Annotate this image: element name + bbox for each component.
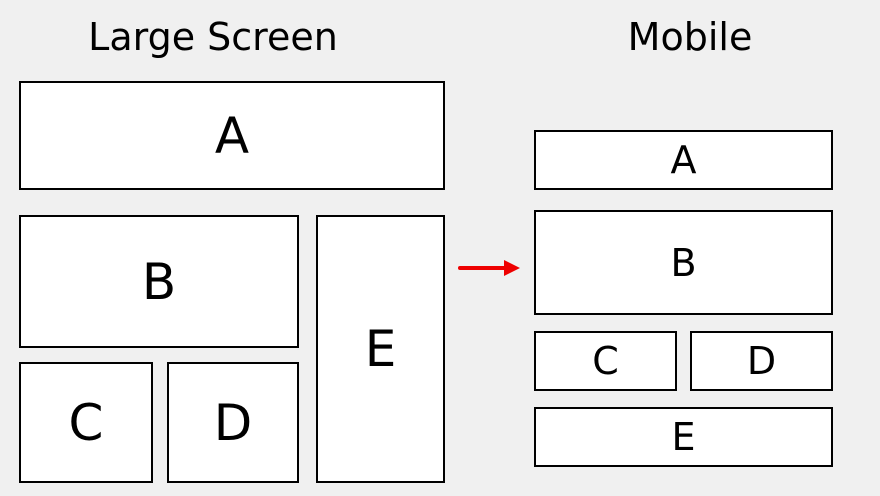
mobile-box-c: C <box>534 331 677 391</box>
mobile-box-c-label: C <box>592 339 619 383</box>
large-box-d-label: D <box>213 393 253 452</box>
mobile-heading: Mobile <box>627 15 753 59</box>
arrow-right-icon <box>458 260 520 276</box>
mobile-box-d: D <box>690 331 833 391</box>
large-box-a: A <box>19 81 445 190</box>
large-box-c: C <box>19 362 153 483</box>
large-box-d: D <box>167 362 299 483</box>
mobile-box-e: E <box>534 407 833 467</box>
mobile-box-a: A <box>534 130 833 190</box>
mobile-box-b-label: B <box>670 240 697 285</box>
mobile-box-b: B <box>534 210 833 315</box>
mobile-box-d-label: D <box>746 339 777 383</box>
large-box-e: E <box>316 215 445 483</box>
large-box-e-label: E <box>364 320 397 378</box>
large-box-b-label: B <box>141 252 177 311</box>
mobile-box-e-label: E <box>671 415 696 459</box>
large-screen-heading: Large Screen <box>88 15 338 59</box>
mobile-box-a-label: A <box>670 138 697 182</box>
large-box-a-label: A <box>214 106 250 165</box>
large-box-c-label: C <box>68 393 104 452</box>
large-box-b: B <box>19 215 299 348</box>
